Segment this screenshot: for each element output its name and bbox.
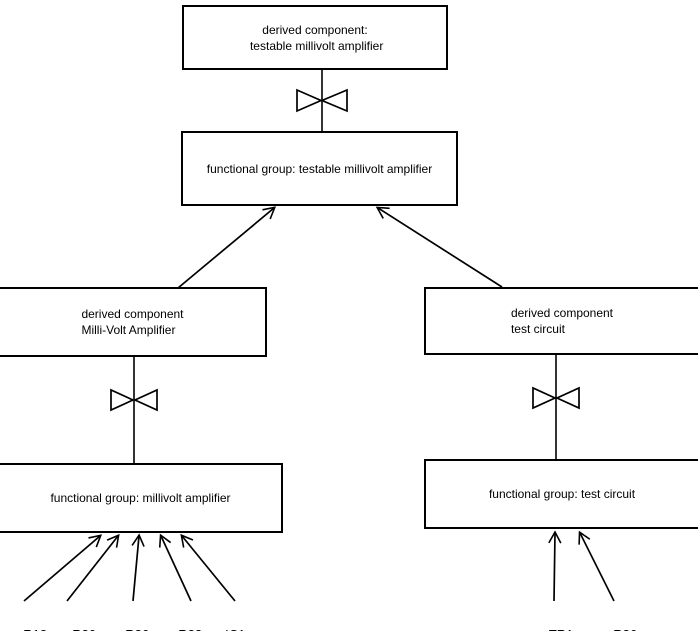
leaf-label-ic1: IC1 [208,612,248,631]
leaf-label-text: TR1 [549,627,574,631]
leaf-label-r36: R36 [597,612,639,631]
node-label: functional group: millivolt amplifier [50,491,231,505]
leaf-label-text: R18 [23,627,47,631]
node-derived-test-circuit[interactable]: derived component test circuit [424,287,698,355]
node-label: derived component Milli-Volt Amplifier [81,307,184,337]
leaf-label-r26: R26 [110,612,150,631]
node-fg-testable-millivolt-amplifier[interactable]: functional group: testable millivolt amp… [181,131,458,206]
node-label: derived component test circuit [510,306,614,336]
link-r26-to-fg-millivolt [131,533,145,602]
leaf-label-text: IC1 [225,627,245,631]
link-tr1-to-fg-test-circuit [548,530,562,602]
leaf-label-text: R26 [125,627,149,631]
leaf-label-tr1: TR1 [533,612,575,631]
leaf-label-r30: R30 [57,612,97,631]
bowtie-left-icon [110,388,158,412]
leaf-label-text: R22 [178,627,202,631]
link-r18-to-fg-millivolt [23,534,103,602]
link-r22-to-fg-millivolt [158,533,192,602]
node-label: functional group: testable millivolt amp… [206,161,433,176]
link-r36-to-fg-test-circuit [578,530,615,602]
node-derived-testable-millivolt-amplifier[interactable]: derived component: testable millivolt am… [182,5,448,70]
node-label: functional group: test circuit [488,487,636,501]
link-ic1-to-fg-millivolt [180,533,236,602]
node-label: derived component: testable millivolt am… [249,22,384,53]
node-derived-milli-volt-amplifier[interactable]: derived component Milli-Volt Amplifier [0,287,267,357]
bowtie-top-icon [296,88,348,113]
leaf-label-text: R36 [613,627,637,631]
link-r30-to-fg-millivolt [66,533,120,602]
link-milli-volt-amplifier-to-testable [177,206,277,289]
link-test-circuit-to-testable [375,206,503,288]
node-fg-millivolt-amplifier[interactable]: functional group: millivolt amplifier [0,463,283,533]
leaf-label-r18: R18 [8,612,48,631]
leaf-label-r22: R22 [163,612,203,631]
leaf-label-text: R30 [72,627,96,631]
bowtie-right-icon [532,386,580,410]
node-fg-test-circuit[interactable]: functional group: test circuit [424,459,698,529]
